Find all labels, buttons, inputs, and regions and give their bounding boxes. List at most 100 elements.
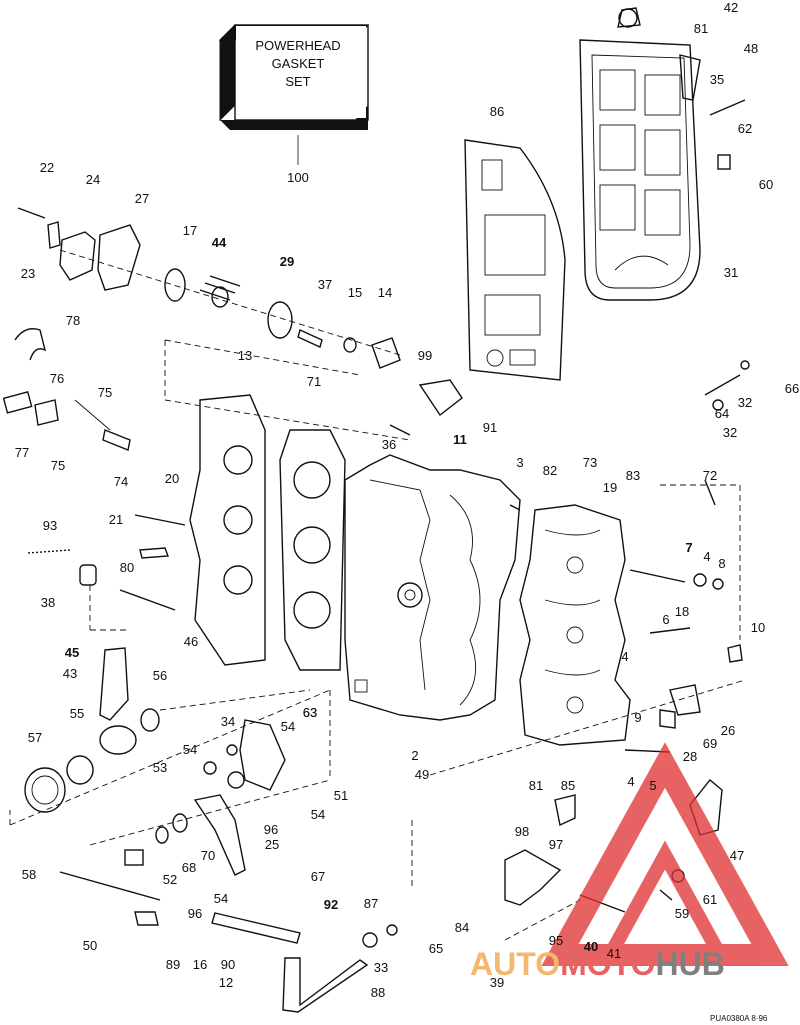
part-label-86: 86 (490, 104, 504, 119)
gasket-set-box: POWERHEAD GASKET SET 100 (218, 23, 370, 185)
part-label-71: 71 (307, 374, 321, 389)
part-label-80: 80 (120, 560, 134, 575)
part-label-48: 48 (744, 41, 758, 56)
part-label-19: 19 (603, 480, 617, 495)
part-label-10: 10 (751, 620, 765, 635)
part-label-16: 16 (193, 957, 207, 972)
part-label-46: 46 (184, 634, 198, 649)
part-label-53: 53 (153, 760, 167, 775)
part-label-77: 77 (15, 445, 29, 460)
part-label-76: 76 (50, 371, 64, 386)
part-label-66: 66 (785, 381, 799, 396)
part-label-96: 96 (264, 822, 278, 837)
part-label-63: 63 (303, 705, 317, 720)
part-label-81: 81 (694, 21, 708, 36)
part-label-54: 54 (311, 807, 325, 822)
cylinder-block (344, 454, 521, 721)
part-label-54: 54 (281, 719, 295, 734)
part-label-3: 3 (516, 455, 523, 470)
gasket-box-line1: POWERHEAD (255, 38, 340, 53)
part-label-87: 87 (364, 896, 378, 911)
part-label-24: 24 (86, 172, 100, 187)
part-label-92: 92 (324, 897, 338, 912)
cylinder-head (189, 394, 346, 671)
part-label-51: 51 (334, 788, 348, 803)
part-label-2: 2 (411, 748, 418, 763)
watermark-hub: HUB (655, 946, 724, 982)
part-label-22: 22 (40, 160, 54, 175)
part-label-47: 47 (730, 848, 744, 863)
part-label-29: 29 (280, 254, 294, 269)
part-label-67: 67 (311, 869, 325, 884)
svg-text:AUTOMOTOHUB: AUTOMOTOHUB (470, 946, 725, 982)
part-label-15: 15 (348, 285, 362, 300)
part-label-91: 91 (483, 420, 497, 435)
part-label-7: 7 (685, 540, 692, 555)
part-label-90: 90 (221, 957, 235, 972)
part-label-4: 4 (627, 774, 634, 789)
part-label-69: 69 (703, 736, 717, 751)
part-label-25: 25 (265, 837, 279, 852)
part-label-27: 27 (135, 191, 149, 206)
part-label-37: 37 (318, 277, 332, 292)
crankcase (519, 504, 631, 746)
part-label-61: 61 (703, 892, 717, 907)
part-label-96: 96 (188, 906, 202, 921)
part-label-49: 49 (415, 767, 429, 782)
part-label-81: 81 (529, 778, 543, 793)
part-label-6: 6 (662, 612, 669, 627)
part-label-83: 83 (626, 468, 640, 483)
watermark-auto: AUTO (470, 946, 560, 982)
part-label-97: 97 (549, 837, 563, 852)
part-label-42: 42 (724, 0, 738, 15)
part-label-8: 8 (718, 556, 725, 571)
gasket-box-number: 100 (287, 170, 309, 185)
part-label-60: 60 (759, 177, 773, 192)
thermostat-assembly (17, 207, 401, 369)
part-label-82: 82 (543, 463, 557, 478)
watermark-moto: MOTO (560, 946, 655, 982)
part-label-88: 88 (371, 985, 385, 1000)
part-label-72: 72 (703, 468, 717, 483)
part-label-65: 65 (429, 941, 443, 956)
part-label-13: 13 (238, 348, 252, 363)
part-label-21: 21 (109, 512, 123, 527)
part-label-58: 58 (22, 867, 36, 882)
assembly-outlines (164, 339, 411, 441)
part-label-93: 93 (43, 518, 57, 533)
part-label-95: 95 (549, 933, 563, 948)
part-label-55: 55 (70, 706, 84, 721)
part-label-34: 34 (221, 714, 235, 729)
part-label-45: 45 (65, 645, 79, 660)
part-label-41: 41 (607, 946, 621, 961)
gasket-box-line2: GASKET (272, 56, 325, 71)
part-label-54: 54 (183, 742, 197, 757)
gasket-box-line3: SET (285, 74, 310, 89)
part-label-56: 56 (153, 668, 167, 683)
part-label-39: 39 (490, 975, 504, 990)
part-label-4: 4 (621, 649, 628, 664)
part-label-75: 75 (98, 385, 112, 400)
part-label-5: 5 (649, 778, 656, 793)
throttle-linkage (9, 647, 398, 1013)
part-label-50: 50 (83, 938, 97, 953)
part-label-12: 12 (219, 975, 233, 990)
part-label-64: 64 (715, 406, 729, 421)
part-label-23: 23 (21, 266, 35, 281)
footer-code: PUA0380A 8·96 (710, 1014, 768, 1023)
part-label-63: 63 (303, 705, 317, 720)
part-label-68: 68 (182, 860, 196, 875)
part-label-4: 4 (703, 549, 710, 564)
part-label-78: 78 (66, 313, 80, 328)
part-label-73: 73 (583, 455, 597, 470)
part-label-75: 75 (51, 458, 65, 473)
part-label-52: 52 (163, 872, 177, 887)
part-label-32: 32 (723, 425, 737, 440)
watermark-logo: AUTOMOTOHUB (470, 742, 789, 982)
part-label-40: 40 (584, 939, 598, 954)
left-fittings (2, 328, 186, 631)
part-label-18: 18 (675, 604, 689, 619)
